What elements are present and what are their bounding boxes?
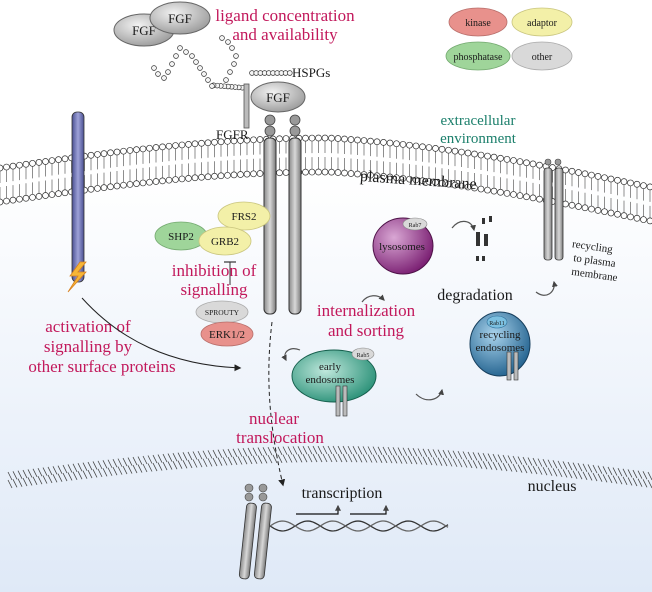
recycling-receptor [543,158,564,261]
fgf-ligand-free-a-label: FGF [132,23,156,38]
other-surface-protein [67,111,87,293]
legend-kinase-swatch [448,7,508,37]
activation-line3: other surface proteins [28,357,175,376]
sprouty-label: SPROUTY [205,308,240,317]
recycling-endosome [469,311,531,381]
plasma-membrane-bilayer [0,134,652,225]
recycling-endosomes-line2: endosomes [476,342,525,354]
internalization-line2: and sorting [328,321,405,340]
transcription-start-arrows [296,504,389,515]
grb2-protein [198,226,252,256]
early-endosome [291,347,377,417]
dna-double-helix [269,520,449,532]
activation-line1: activation of [45,317,131,336]
shp2-label: SHP2 [168,231,194,243]
extracellular-line2: environment [440,131,517,147]
nuclear-translocation-line1: nuclear [249,409,299,428]
fgfr-label: FGFR [216,127,249,142]
hspg-stalk [243,83,250,129]
fgf-ligand-bound [250,81,306,113]
fgf-ligand-bound-label: FGF [266,90,290,105]
rab5-label: Rab5 [357,353,370,359]
legend-phosphatase-swatch [445,41,511,71]
frs2-label: FRS2 [231,211,256,223]
legend-kinase-label: kinase [465,18,491,29]
nuclear-receptor [238,483,272,580]
grb2-label: GRB2 [211,236,239,248]
inhibition-line2: signalling [180,280,248,299]
legend: kinase adaptor phosphatase other [445,7,573,71]
nucleus-label: nucleus [528,478,577,495]
nuclear-membrane-bilayer [7,445,652,489]
recycling-line2: to plasma [573,252,617,270]
legend-other-swatch [511,41,573,71]
activation-arrow [81,297,242,372]
erk-protein [200,321,254,347]
ligand-title-line2: and availability [232,25,338,44]
hspgs-label: HSPGs [292,65,330,80]
legend-phosphatase-label: phosphatase [454,52,503,63]
activation-line2: signalling by [44,337,133,356]
ligand-title-line1: ligand concentration [215,6,355,25]
recycling-endosomes-line1: recycling [480,329,521,341]
degradation-fragments [476,216,492,261]
inhibition-line1: inhibition of [172,261,257,280]
lysosomes-label: lysosomes [379,241,425,253]
rab7-label: Rab7 [409,223,422,229]
fgfr-receptor-dimer [263,114,302,315]
trafficking-arrows [281,220,558,401]
degradation-label: degradation [437,287,513,304]
legend-other-label: other [532,52,553,63]
legend-adaptor-label: adaptor [527,18,558,29]
transcription-label: transcription [302,485,383,502]
rab11-label: Rab11 [489,321,504,327]
early-endosomes-line1: early [319,361,341,373]
erk-label: ERK1/2 [209,329,245,341]
nuclear-translocation-line2: translocation [236,428,324,447]
frs2-protein [217,201,271,231]
internalization-line1: internalization [317,301,416,320]
recycling-line1: recycling [571,238,614,256]
lysosome [372,217,434,275]
legend-adaptor-swatch [511,7,573,37]
early-endosomes-line2: endosomes [306,374,355,386]
extracellular-line1: extracellular [441,113,516,129]
fgf-ligand-free-b-label: FGF [168,11,192,26]
fgf-ligand-free-b [149,1,211,35]
